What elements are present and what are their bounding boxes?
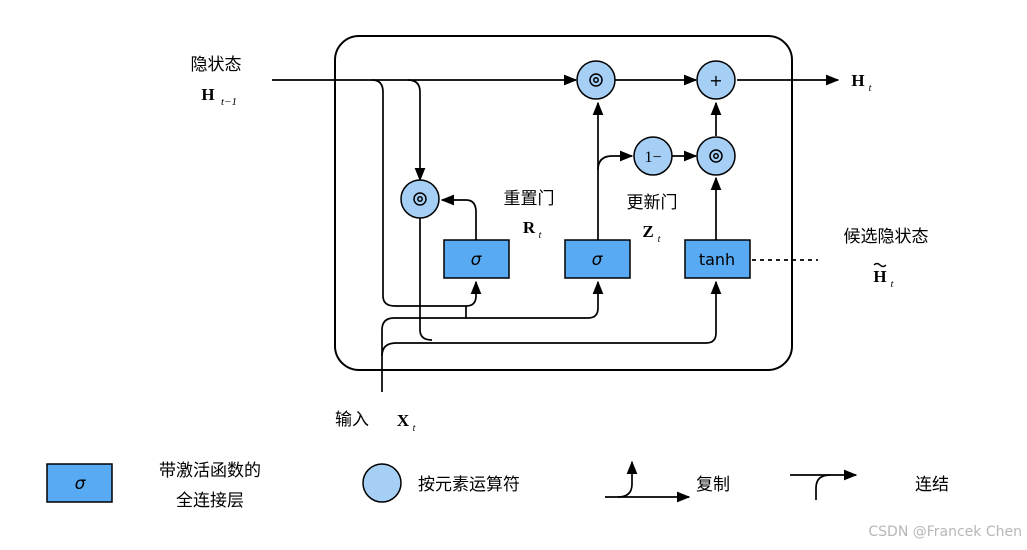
- legend-concat-icon: [790, 469, 858, 500]
- candidate-state-text: 候选隐状态: [844, 227, 929, 247]
- update-gate-text: 更新门: [627, 193, 678, 213]
- input-symbol: X: [397, 411, 410, 430]
- legend-fc-line1: 带激活函数的: [159, 461, 261, 481]
- legend: σ 带激活函数的 全连接层 按元素运算符 复制 连结: [46, 460, 949, 511]
- update-gate-layer: σ: [564, 239, 631, 279]
- one-minus-operator: 1−: [633, 136, 673, 176]
- plus-label: +: [709, 71, 722, 90]
- elementwise-multiply-top: [576, 60, 616, 100]
- hidden-state-subscript: t−1: [221, 96, 237, 108]
- legend-sigma-label: σ: [75, 474, 87, 494]
- elementwise-multiply-reset: [400, 179, 440, 219]
- legend-fc-line2: 全连接层: [176, 491, 244, 511]
- hidden-state-label: 隐状态 H t−1: [191, 55, 242, 108]
- cell-frame: [334, 35, 793, 371]
- hidden-state-symbol: H: [201, 85, 214, 104]
- wires: [272, 74, 840, 392]
- legend-elementwise-swatch: [362, 463, 402, 503]
- input-label: 输入 X t: [335, 410, 416, 434]
- tanh-label: tanh: [699, 250, 735, 269]
- candidate-state-subscript: t: [891, 279, 894, 290]
- legend-copy-text: 复制: [696, 475, 730, 495]
- elementwise-multiply-update: [696, 136, 736, 176]
- output-symbol: H: [851, 71, 864, 90]
- input-text: 输入: [335, 410, 369, 430]
- candidate-state-label: 候选隐状态 H t: [844, 227, 929, 290]
- reset-gate-label: 重置门 R t: [504, 189, 555, 241]
- legend-fc-layer-swatch: σ: [46, 463, 113, 503]
- input-subscript: t: [413, 423, 416, 434]
- legend-concat-text: 连结: [915, 475, 949, 495]
- candidate-tanh-layer: tanh: [684, 239, 751, 279]
- one-minus-label: 1−: [644, 149, 661, 166]
- update-gate-subscript: t: [658, 234, 661, 245]
- reset-gate-symbol: R: [523, 218, 536, 237]
- output-subscript: t: [869, 83, 872, 94]
- output-label: H t: [851, 71, 871, 94]
- update-gate-symbol: Z: [642, 222, 653, 241]
- reset-sigma-label: σ: [471, 250, 483, 270]
- elementwise-add: +: [696, 60, 736, 100]
- hidden-state-text: 隐状态: [191, 55, 242, 75]
- update-sigma-label: σ: [592, 250, 604, 270]
- legend-copy-icon: [605, 460, 691, 503]
- reset-gate-subscript: t: [539, 230, 542, 241]
- tilde-mark: [873, 262, 887, 268]
- reset-gate-text: 重置门: [504, 189, 555, 209]
- candidate-state-symbol: H: [873, 267, 886, 286]
- legend-elementwise-text: 按元素运算符: [418, 475, 520, 495]
- watermark: CSDN @Francek Chen: [868, 524, 1022, 540]
- update-gate-label: 更新门 Z t: [627, 193, 678, 245]
- reset-gate-layer: σ: [443, 239, 510, 279]
